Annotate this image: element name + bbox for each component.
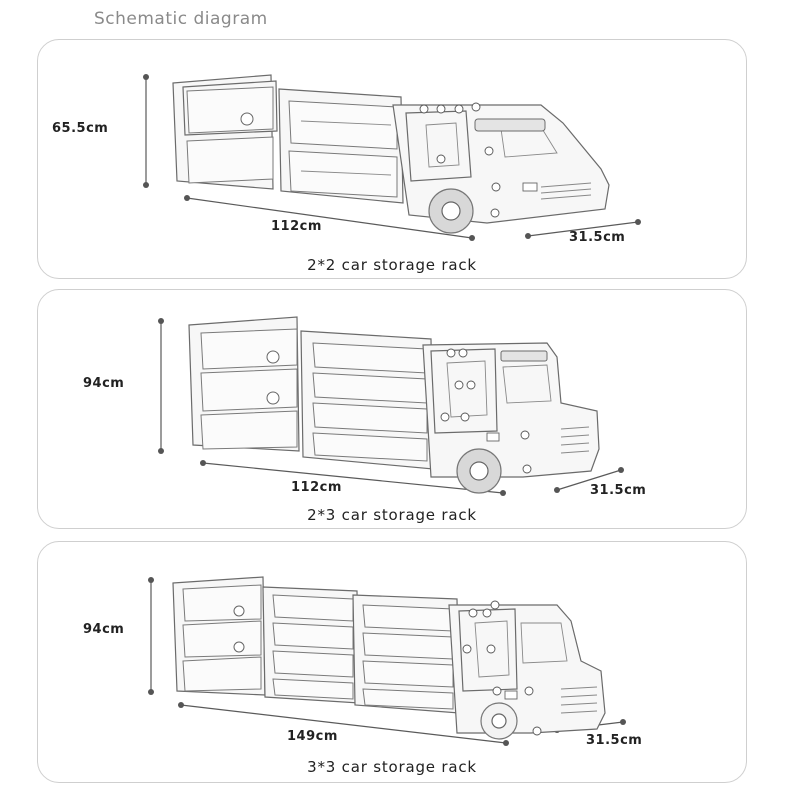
depth-label: 31.5cm: [590, 483, 647, 498]
rack-illustration-3x3: [148, 576, 626, 746]
rack-illustration-2x2: [143, 74, 641, 241]
rack-caption: 2*3 car storage rack: [307, 506, 477, 524]
height-label: 94cm: [83, 622, 125, 637]
rack-panel-3x3: 94cm 149cm 31.5cm 3*3 car storage rack: [37, 541, 747, 783]
height-label: 94cm: [83, 376, 125, 391]
depth-label: 31.5cm: [569, 230, 626, 245]
rack-caption: 3*3 car storage rack: [307, 758, 477, 776]
width-label: 149cm: [287, 729, 338, 744]
page-heading: Schematic diagram: [94, 9, 268, 29]
rack-illustration-2x3: [158, 316, 624, 496]
width-label: 112cm: [291, 480, 342, 495]
rack-panel-2x2: 65.5cm 112cm 31.5cm 2*2 car storage rack: [37, 39, 747, 279]
width-label: 112cm: [271, 219, 322, 234]
height-label: 65.5cm: [52, 121, 109, 136]
depth-label: 31.5cm: [586, 733, 643, 748]
rack-panel-2x3: 94cm 112cm 31.5cm 2*3 car storage rack: [37, 289, 747, 529]
rack-caption: 2*2 car storage rack: [307, 256, 477, 274]
